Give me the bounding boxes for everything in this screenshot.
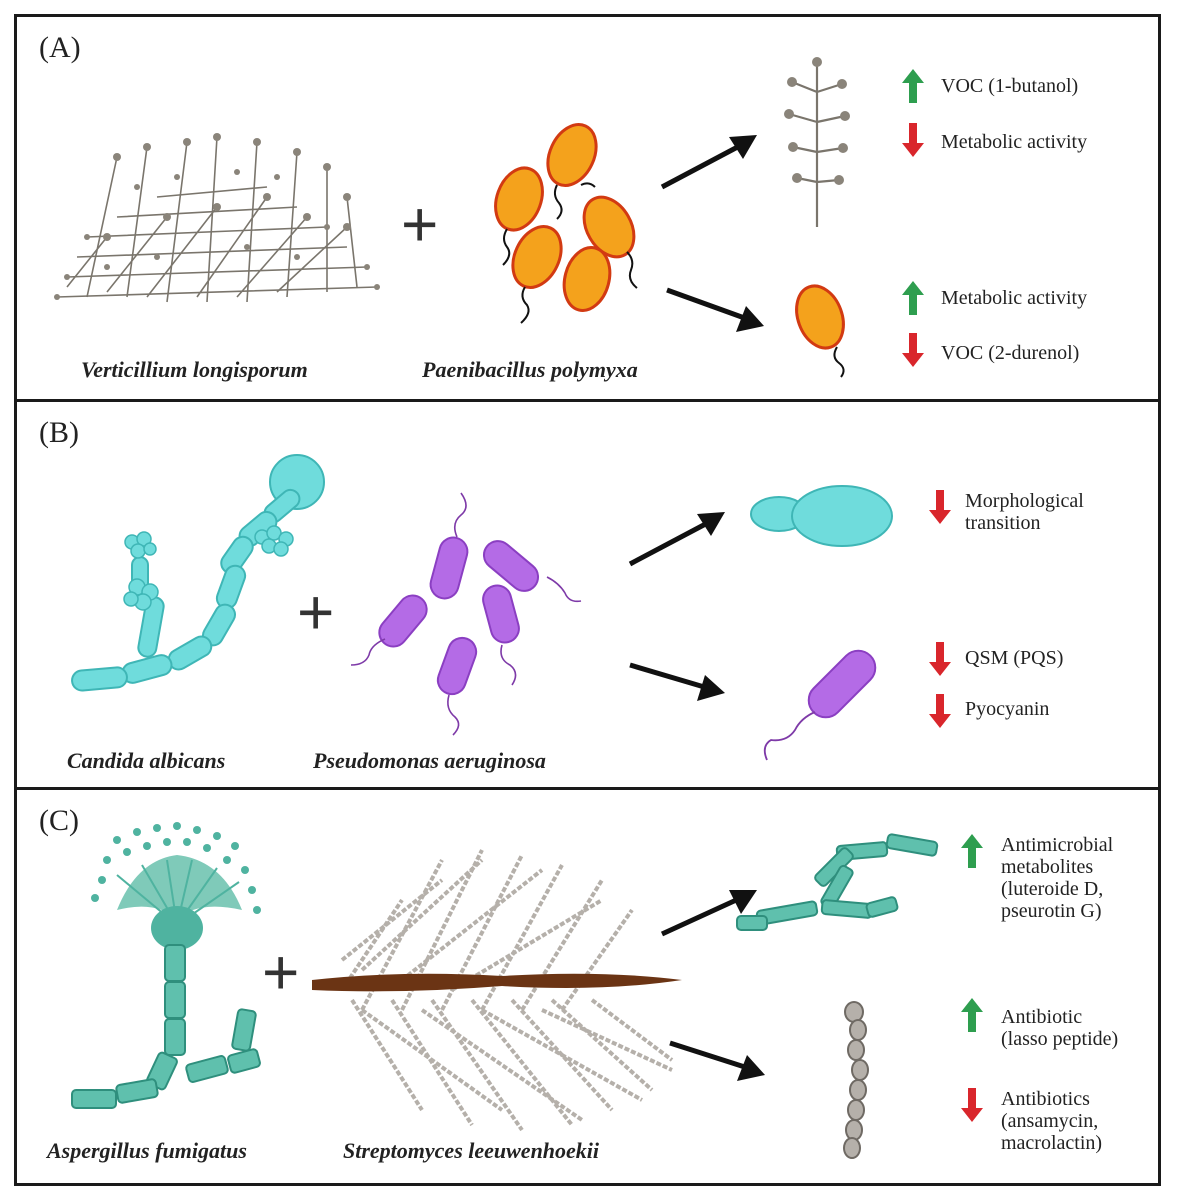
interaction-arrow <box>660 135 757 190</box>
candida-yeast-cell <box>750 485 893 547</box>
panel-b: (B) + <box>14 399 1161 790</box>
panel-label: (C) <box>39 804 79 837</box>
pseudomonas-cell <box>763 649 877 761</box>
verticillium-illustration <box>54 133 380 303</box>
fungus-name: Candida albicans <box>67 748 226 773</box>
interaction-arrow <box>669 1040 765 1081</box>
plus-sign: + <box>297 576 335 648</box>
streptomyces-illustration <box>312 849 682 1132</box>
effect-label: Antibiotic (lasso peptide) <box>1001 1006 1119 1050</box>
down-arrow-icon <box>961 1088 983 1122</box>
interaction-arrow <box>628 512 725 567</box>
bacterium-name: Streptomyces leeuwenhoekii <box>343 1138 600 1163</box>
panel-label: (A) <box>39 31 81 64</box>
fungus-name: Aspergillus fumigatus <box>47 1138 247 1163</box>
down-arrow-icon <box>929 490 951 524</box>
panel-c: (C) + <box>14 787 1161 1186</box>
aspergillus-illustration <box>71 822 261 1109</box>
plus-sign: + <box>262 936 300 1008</box>
panel-a: (A) + <box>14 14 1161 402</box>
panel-label: (B) <box>39 416 79 449</box>
interaction-arrow <box>629 662 725 701</box>
paenibacillus-illustration <box>494 123 638 324</box>
verticillium-conidiophore <box>784 57 850 227</box>
paenibacillus-cell <box>795 284 845 378</box>
up-arrow-icon <box>961 998 983 1032</box>
up-arrow-icon <box>961 834 983 868</box>
candida-illustration <box>71 454 325 692</box>
effect-label: QSM (PQS) <box>965 647 1064 669</box>
down-arrow-icon <box>929 694 951 728</box>
up-arrow-icon <box>902 69 924 103</box>
fungus-name: Verticillium longisporum <box>81 357 308 382</box>
effect-label: VOC (2-durenol) <box>941 342 1080 364</box>
bacterium-name: Pseudomonas aeruginosa <box>313 748 546 773</box>
plus-sign: + <box>401 188 439 260</box>
aspergillus-hyphae <box>736 833 939 931</box>
effect-label: VOC (1-butanol) <box>941 75 1079 97</box>
down-arrow-icon <box>902 333 924 367</box>
effect-label: Pyocyanin <box>965 698 1050 720</box>
interaction-arrow <box>666 287 764 332</box>
effect-label: Morphological transition <box>965 490 1084 534</box>
effect-label: Antibiotics (ansamycin, macrolactin) <box>1001 1088 1103 1154</box>
effect-label: Antimicrobial metabolites (luteroide D, … <box>1001 834 1114 922</box>
effect-label: Metabolic activity <box>941 287 1088 309</box>
bacterium-name: Paenibacillus polymyxa <box>422 357 638 382</box>
up-arrow-icon <box>902 281 924 315</box>
interaction-arrow <box>660 890 757 937</box>
streptomyces-filament <box>843 1001 869 1159</box>
pseudomonas-illustration <box>350 492 582 736</box>
down-arrow-icon <box>929 642 951 676</box>
effect-label: Metabolic activity <box>941 131 1088 153</box>
down-arrow-icon <box>902 123 924 157</box>
